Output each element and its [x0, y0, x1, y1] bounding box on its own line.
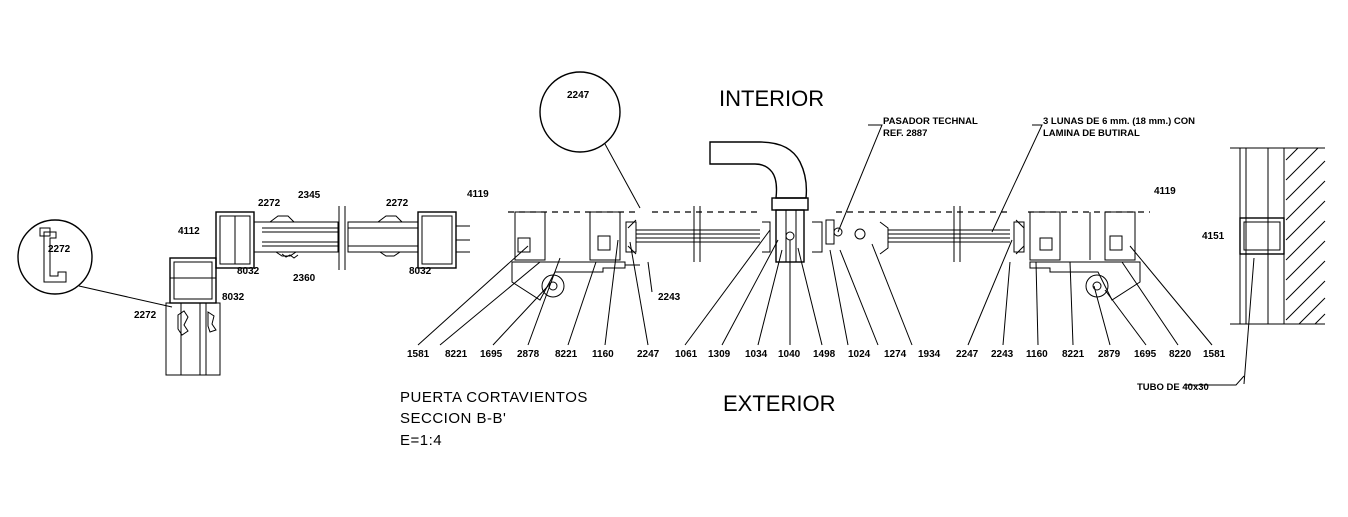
- bottom-ref-label: 1034: [745, 349, 768, 360]
- ref-label: 8032: [409, 266, 432, 277]
- bottom-ref-label: 1160: [1026, 349, 1048, 360]
- bottom-ref-label: 1024: [848, 349, 871, 360]
- bottom-ref-label: 1040: [778, 349, 801, 360]
- bottom-ref-label: 2878: [517, 349, 540, 360]
- wall-hatch: [1285, 147, 1326, 325]
- corner-frame: [165, 206, 470, 376]
- ref-label: 8032: [222, 292, 245, 303]
- note-lunas-l1: 3 LUNAS DE 6 mm. (18 mm.) CON: [1043, 116, 1195, 127]
- bottom-ref-label: 1934: [918, 349, 941, 360]
- title-line1: PUERTA CORTAVIENTOS: [400, 389, 588, 406]
- interior-label: INTERIOR: [719, 86, 824, 111]
- ref-label: 4119: [467, 189, 489, 200]
- door-section: [508, 141, 1150, 301]
- ref-label: 2243: [658, 292, 681, 303]
- bottom-ref-label: 1498: [813, 349, 836, 360]
- ref-label: 8032: [237, 266, 260, 277]
- bottom-ref-label: 1581: [407, 349, 430, 360]
- bottom-ref-label: 1160: [592, 349, 614, 360]
- bottom-ref-label: 8221: [445, 349, 468, 360]
- bottom-ref-label: 1309: [708, 349, 731, 360]
- ref-label: 4119: [1154, 186, 1176, 197]
- wall-detail: [1230, 147, 1326, 385]
- bottom-ref-label: 2879: [1098, 349, 1121, 360]
- bottom-ref-label: 1581: [1203, 349, 1226, 360]
- note-pasador-l1: PASADOR TECHNAL: [883, 116, 978, 127]
- scale-label: E=1:4: [400, 432, 442, 449]
- bottom-ref-label: 2247: [637, 349, 660, 360]
- note-tubo: TUBO DE 40x30: [1137, 382, 1209, 393]
- exterior-label: EXTERIOR: [723, 391, 835, 416]
- ref-label: 2360: [293, 273, 316, 284]
- ref-label: 2345: [298, 190, 321, 201]
- leader-lines: [417, 124, 1245, 386]
- bottom-ref-label: 8220: [1169, 349, 1192, 360]
- bottom-ref-label: 8221: [555, 349, 578, 360]
- bottom-ref-label: 2243: [991, 349, 1014, 360]
- ref-label: 2272: [134, 310, 157, 321]
- bottom-ref-label: 1695: [1134, 349, 1157, 360]
- detail-circle-top: [539, 71, 641, 209]
- bottom-ref-label: 1274: [884, 349, 907, 360]
- bottom-ref-label: 1061: [675, 349, 698, 360]
- note-pasador-l2: REF. 2887: [883, 128, 927, 139]
- bottom-ref-label: 1695: [480, 349, 503, 360]
- ref-label: 2272: [258, 198, 281, 209]
- title-line2: SECCION B-B': [400, 410, 506, 427]
- bottom-ref-label: 8221: [1062, 349, 1085, 360]
- note-lunas-l2: LAMINA DE BUTIRAL: [1043, 128, 1140, 139]
- ref-label: 2272: [386, 198, 409, 209]
- bottom-ref-label: 2247: [956, 349, 979, 360]
- ref-label: 4112: [178, 226, 200, 237]
- detail-top-label: 2247: [567, 90, 590, 101]
- ref-label: 4151: [1202, 231, 1225, 242]
- detail-left-label: 2272: [48, 244, 71, 255]
- detail-circle-left: [17, 219, 173, 308]
- bottom-reference-row: 1581 8221 1695 2878 8221 1160 2247 1061 1309 1034…: [407, 349, 1226, 360]
